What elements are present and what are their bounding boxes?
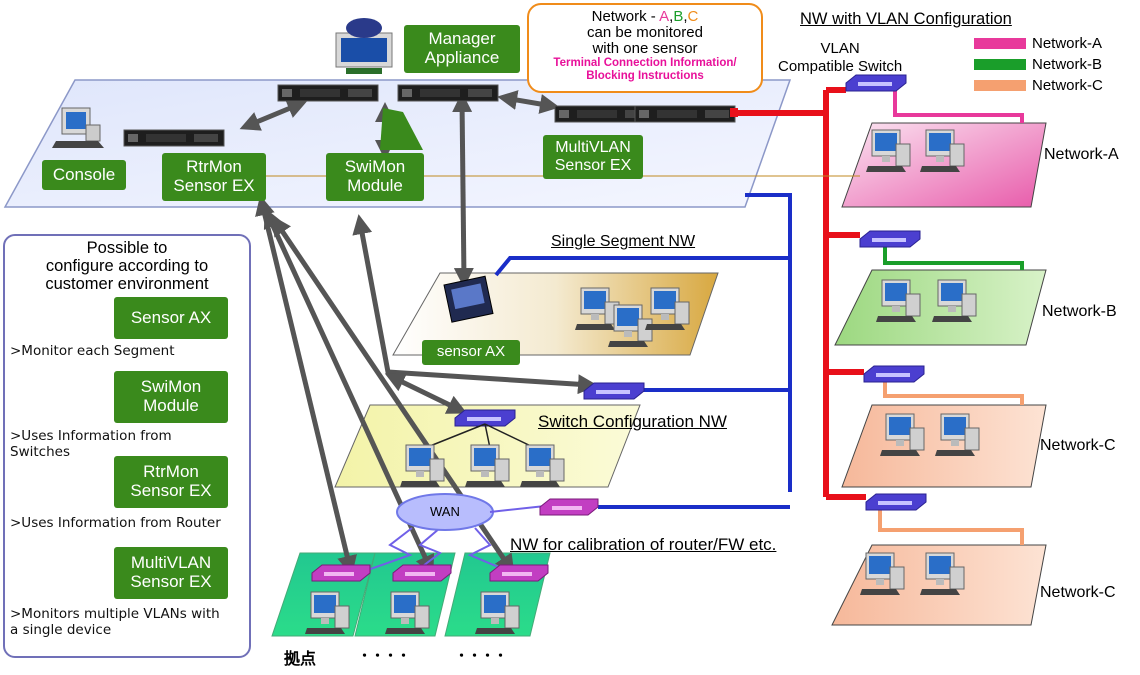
callout-line4: Terminal Connection Information/ [553,57,737,69]
network-a-label: Network-A [1044,146,1119,163]
panel-sensor-ax-button: Sensor AX [114,297,228,339]
rtrmon-line1: RtrMon [186,157,242,177]
router-site-3 [489,564,549,582]
swimon-line2: Module [347,176,403,195]
switch-config-switch [583,382,645,400]
panel-multivlan-button: MultiVLAN Sensor EX [114,547,228,599]
legend-item-c: Network-C [974,75,1103,96]
more-sites-dots-1: ・・・・ [358,649,411,664]
panel-item-label: Module [143,396,199,415]
legend-swatch [974,59,1026,70]
callout-box: Network - A,B,C can be monitored with on… [527,3,763,93]
router-main [539,498,599,516]
manager-appliance-label: Manager Appliance [404,25,520,73]
rtrmon-sensor-label: RtrMon Sensor EX [162,153,266,201]
callout-prefix: Network - [591,8,660,25]
panel-item-label: Sensor AX [130,307,212,327]
vlan-switch-c2 [865,493,927,511]
panel-sensor-ax-desc: >Monitor each Segment [10,343,175,359]
callout-comma: , [683,8,688,25]
console-icon [52,107,104,148]
panel-item-label: RtrMon [143,462,199,482]
legend-label: Network-A [1032,35,1103,52]
vlan-switch-c [863,365,925,383]
multivlan-line2: Sensor EX [554,157,632,174]
swimon-module-label: SwiMon Module [326,153,424,201]
network-c-label: Network-C [1040,437,1116,454]
panel-desc-line: >Monitors multiple VLANs with [10,606,220,622]
vlan-switch-top [845,74,907,92]
panel-swimon-button: SwiMon Module [114,371,228,423]
legend-swatch [974,38,1026,49]
sensor-ax-device [443,275,494,323]
vlan-title: NW with VLAN Configuration [800,10,1012,28]
callout-c: C [687,8,699,25]
site-label: 拠点 [284,649,317,668]
vlan-switch-b [859,230,921,248]
multivlan-line1: MultiVLAN [555,139,631,157]
panel-item-label: MultiVLAN [130,553,212,573]
network-b-label: Network-B [1042,303,1117,320]
vlan-switch-label: VLAN Compatible Switch [778,40,902,76]
vlan-trunk-lines [735,87,866,500]
switch-config-label: Switch Configuration NW [538,412,727,431]
panel-multivlan-desc: >Monitors multiple VLANs with a single d… [10,606,220,638]
manager-appliance-server [277,84,379,102]
callout-line3: with one sensor [592,40,698,57]
network-c2-label: Network-C [1040,584,1116,601]
manager-line2: Appliance [424,48,500,67]
legend-item-a: Network-A [974,33,1103,54]
legend: Network-A Network-B Network-C [974,33,1103,96]
panel-desc-line: a single device [10,622,112,639]
legend-item-b: Network-B [974,54,1103,75]
single-segment-label: Single Segment NW [551,233,696,250]
manager-icon [335,18,393,74]
sensor-ax-label: sensor AX [422,340,520,365]
callout-line2: can be monitored [587,24,703,41]
panel-swimon-desc: >Uses Information from Switches [10,428,172,460]
router-site-2 [392,564,452,582]
panel-title-line2: configure according to [45,257,209,275]
panel-rtrmon-button: RtrMon Sensor EX [114,456,228,508]
swimon-line1: SwiMon [344,157,406,177]
legend-label: Network-C [1032,77,1103,94]
panel-title-line3: customer environment [45,275,209,293]
console-label: Console [42,160,126,190]
vlan-switch-line2: Compatible Switch [778,58,903,75]
panel-desc-line: >Uses Information from [10,428,172,444]
switch-config-core [454,409,516,427]
callout-line5: Blocking Instructions [586,70,704,82]
panel-item-label: SwiMon [140,377,202,397]
router-site-1 [311,564,371,582]
callout-comma: , [669,8,674,25]
vlan-switch-line1: VLAN [820,40,860,57]
legend-label: Network-B [1032,56,1103,73]
router-fw-label: NW for calibration of router/FW etc. [510,535,777,554]
more-sites-dots-2: ・・・・ [455,649,508,664]
multivlan-sensor-label: MultiVLAN Sensor EX [543,135,643,179]
legend-swatch [974,80,1026,91]
callout-b: B [673,8,684,25]
panel-title: Possible to configure according to custo… [5,239,249,293]
panel-title-line1: Possible to [86,239,168,257]
callout-a: A [659,8,670,25]
rtrmon-line2: Sensor EX [173,176,255,195]
manager-line1: Manager [428,29,496,49]
rtrmon-sensor-server [123,129,225,147]
panel-item-label: Sensor EX [130,481,212,500]
wan-label: WAN [430,504,460,519]
panel-item-label: Sensor EX [130,572,212,591]
panel-rtrmon-desc: >Uses Information from Router [10,515,221,531]
panel-desc-line: Switches [10,444,70,461]
